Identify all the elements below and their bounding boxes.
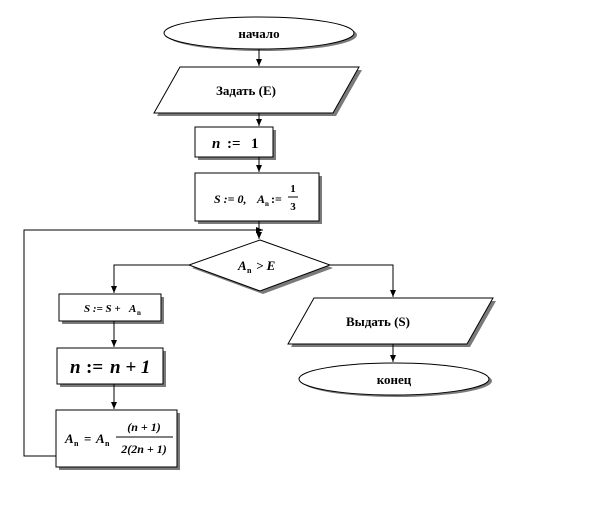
update-a-op: = (84, 431, 91, 446)
decision-a-sub: n (247, 266, 252, 275)
update-s-a-sub: n (137, 309, 141, 317)
init-n-var: n (212, 136, 220, 152)
update-s-left: S := S + (84, 303, 121, 315)
init-n-op: := (227, 136, 241, 152)
input-label: Задать (E) (216, 83, 276, 98)
init-a-op: := (271, 192, 282, 206)
init-n-value: 1 (251, 136, 259, 152)
flow-connectors (23, 49, 396, 457)
update-a-block: A n = A n (n + 1) 2(2n + 1) (55, 409, 180, 470)
update-a-var-right: A (95, 431, 105, 446)
update-a-sub-right: n (105, 439, 110, 448)
arrow-decision-no (330, 264, 396, 297)
output-block: Выдать (S) (287, 297, 496, 347)
input-block: Задать (E) (153, 66, 362, 116)
init-a-sub: n (265, 200, 269, 208)
update-s-block: S := S + A n (58, 293, 164, 324)
end-terminator: конец (298, 362, 492, 397)
update-a-num: (n + 1) (127, 420, 161, 434)
update-a-var-left: A (64, 431, 74, 446)
init-a-var: A (256, 192, 265, 206)
init-n-block: n := 1 (194, 126, 276, 160)
loop-back-line (23, 227, 263, 457)
update-n-expr: n + 1 (110, 357, 150, 378)
init-a-den: 3 (290, 201, 296, 213)
update-n-op: := (86, 357, 103, 378)
decision-rest: > E (256, 258, 276, 273)
end-label: конец (377, 372, 412, 387)
update-a-den: 2(2n + 1) (120, 442, 167, 456)
output-label: Выдать (S) (346, 314, 410, 329)
start-terminator: начало (163, 16, 357, 51)
update-n-var: n (70, 357, 81, 378)
update-s-a-var: A (128, 303, 136, 315)
update-a-sub-left: n (74, 439, 79, 448)
init-s-block: S := 0, A n := 1 3 (194, 172, 322, 224)
init-a-num: 1 (290, 183, 296, 195)
start-label: начало (238, 26, 279, 41)
update-n-block: n := n + 1 (56, 347, 166, 387)
decision-block: A n > E (187, 239, 333, 294)
init-s-part: S := 0, (214, 192, 247, 206)
arrow-decision-yes (111, 264, 189, 293)
decision-a-var: A (237, 258, 247, 273)
